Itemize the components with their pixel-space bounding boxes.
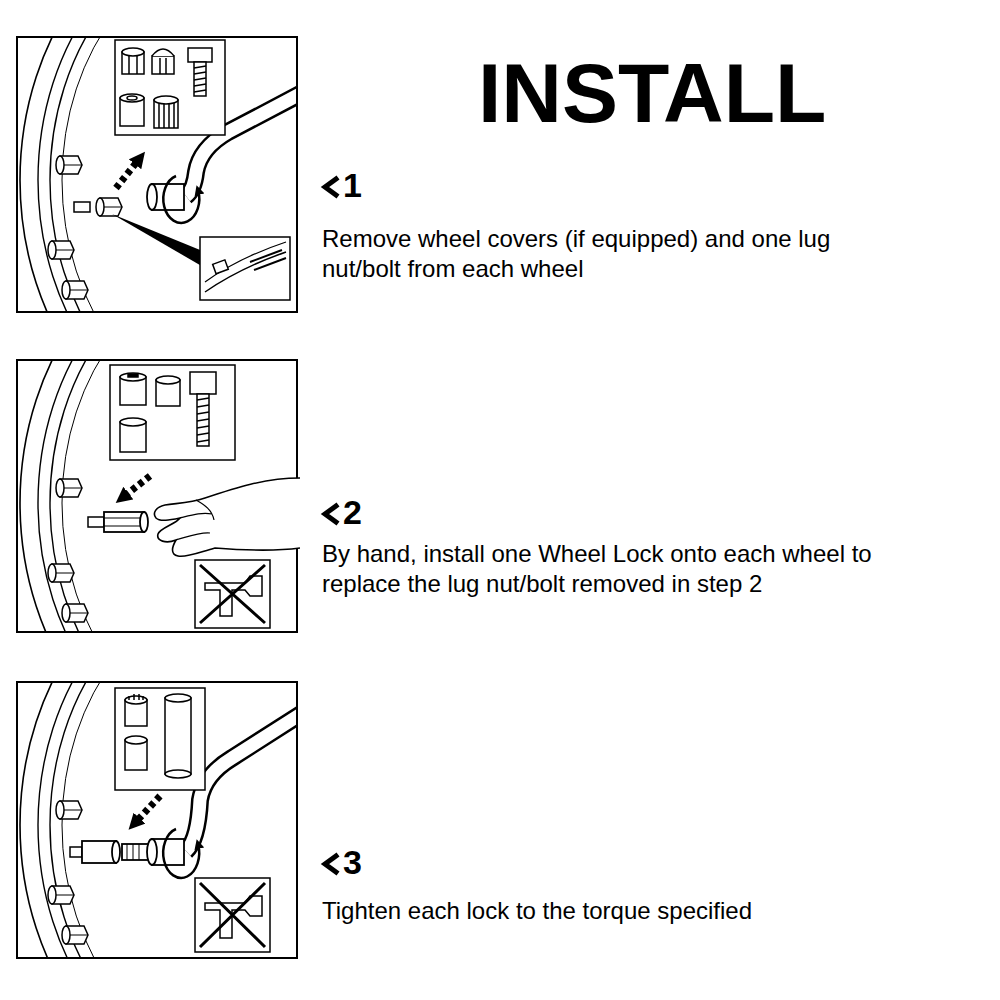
step-2-illustration xyxy=(20,361,296,631)
step-1-illustration xyxy=(128,55,130,74)
page-title: INSTALL xyxy=(478,51,826,135)
step-3-illustration xyxy=(165,694,191,702)
step-1-illustration xyxy=(116,158,140,188)
step-2-illustration xyxy=(88,517,104,527)
step-2-illustration xyxy=(122,476,150,498)
step-2-illustration xyxy=(140,512,148,532)
step-2-illustration xyxy=(120,372,216,452)
instruction-text: Remove wheel covers (if equipped) and on… xyxy=(322,224,867,284)
instruction-text: By hand, install one Wheel Lock onto eac… xyxy=(322,539,922,599)
step-3-illustration xyxy=(127,844,139,860)
step-3-illustration xyxy=(17,682,297,958)
step-2-illustration xyxy=(120,373,146,381)
step-3-illustration xyxy=(134,796,160,824)
step-1-illustration xyxy=(163,176,199,223)
step-2-illustration xyxy=(197,398,209,442)
step-2-illustration xyxy=(104,518,144,519)
step-1-illustration xyxy=(20,38,296,311)
step-chevron xyxy=(325,179,336,195)
step-1-illustration xyxy=(159,58,161,74)
step-2-illustration xyxy=(176,500,214,540)
step-1-illustration xyxy=(205,242,286,282)
step-3-illustration xyxy=(20,683,296,957)
step-3-illustration xyxy=(165,770,191,778)
step-2-illustration xyxy=(156,376,180,384)
step-chevron xyxy=(325,506,336,522)
step-1-illustration xyxy=(154,96,178,104)
step-3-illustration xyxy=(70,847,82,857)
step-2-illustration xyxy=(128,374,138,377)
step-3-illustration xyxy=(122,844,150,860)
step-chevron xyxy=(325,856,336,872)
step-2-illustration xyxy=(190,372,216,394)
step-1-illustration xyxy=(147,184,157,210)
step-1-illustration xyxy=(96,198,122,216)
step-3-illustration xyxy=(112,841,120,863)
step-3-illustration xyxy=(163,829,199,878)
step-1-illustration xyxy=(115,40,225,135)
step-1-illustration xyxy=(188,48,212,62)
step-1-illustration xyxy=(194,66,206,92)
step-number: 3 xyxy=(343,845,362,879)
step-2-illustration xyxy=(197,394,209,446)
step-2-illustration xyxy=(200,565,265,623)
step-1-illustration xyxy=(200,237,290,300)
step-1-illustration xyxy=(152,56,174,74)
step-1-illustration xyxy=(20,38,296,311)
step-2-illustration xyxy=(20,361,296,631)
step-1-illustration xyxy=(120,48,212,128)
step-number: 2 xyxy=(343,495,362,529)
step-1-illustration xyxy=(152,49,174,56)
step-1-illustration xyxy=(74,202,90,212)
step-number: 1 xyxy=(343,168,362,202)
step-3-illustration xyxy=(17,545,480,1000)
step-chevron xyxy=(325,179,336,872)
step-2-illustration xyxy=(110,365,235,460)
step-3-illustration xyxy=(195,878,270,952)
step-2-illustration xyxy=(154,478,300,556)
step-1-illustration xyxy=(250,250,286,270)
step-1-illustration xyxy=(122,48,144,56)
step-3-illustration xyxy=(129,694,143,700)
step-1-illustration xyxy=(136,55,138,74)
step-2-illustration xyxy=(104,526,144,527)
step-3-illustration xyxy=(165,698,191,774)
step-2-illustration xyxy=(120,418,146,426)
step-1-illustration xyxy=(112,214,205,268)
step-3-illustration xyxy=(20,683,296,957)
step-3-illustration xyxy=(200,883,265,947)
step-1-illustration xyxy=(127,96,137,100)
step-1-illustration xyxy=(213,260,229,274)
step-3-illustration xyxy=(125,694,191,778)
step-1-illustration xyxy=(120,94,144,102)
instruction-text: Tighten each lock to the torque specifie… xyxy=(322,896,922,926)
step-3-illustration xyxy=(115,688,205,790)
step-3-illustration xyxy=(82,841,116,863)
step-3-illustration xyxy=(147,839,157,865)
step-2-illustration xyxy=(104,512,144,532)
step-3-illustration xyxy=(125,736,147,744)
step-2-illustration xyxy=(195,560,270,628)
step-1-illustration xyxy=(159,103,174,128)
step-1-illustration xyxy=(194,62,206,96)
step-1-illustration xyxy=(165,58,167,74)
